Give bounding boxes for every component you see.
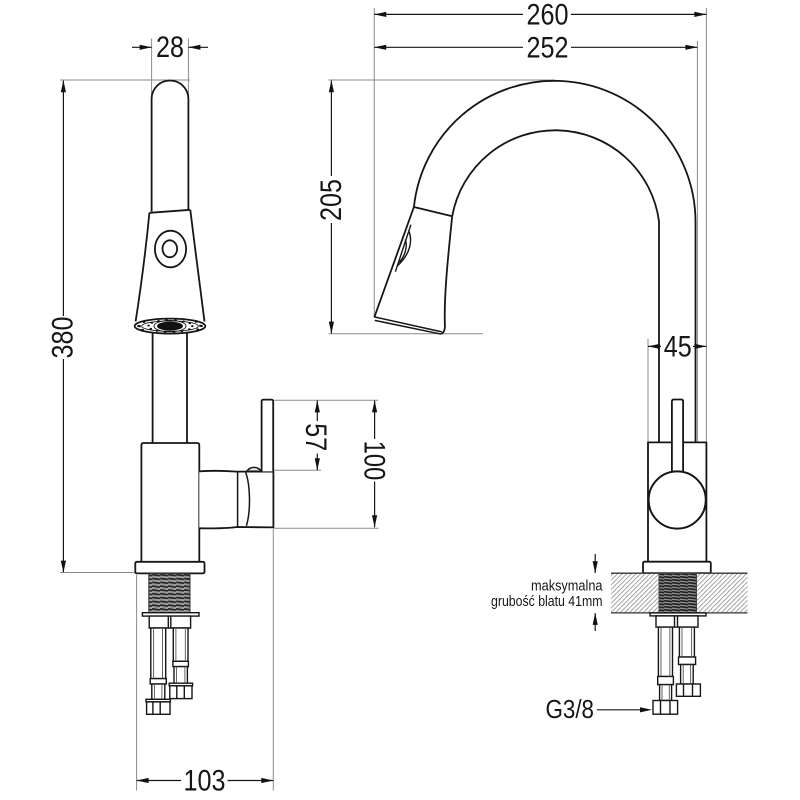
- svg-text:45: 45: [664, 331, 692, 364]
- svg-text:380: 380: [46, 317, 79, 359]
- svg-text:103: 103: [184, 765, 226, 798]
- svg-text:100: 100: [358, 441, 391, 481]
- svg-text:57: 57: [299, 423, 332, 451]
- svg-text:grubość blatu 41mm: grubość blatu 41mm: [491, 594, 603, 610]
- svg-text:28: 28: [156, 31, 184, 64]
- svg-text:260: 260: [527, 0, 569, 32]
- svg-text:G3/8: G3/8: [546, 696, 595, 724]
- svg-text:maksymalna: maksymalna: [531, 579, 603, 595]
- svg-text:205: 205: [315, 179, 348, 221]
- svg-text:252: 252: [527, 32, 569, 65]
